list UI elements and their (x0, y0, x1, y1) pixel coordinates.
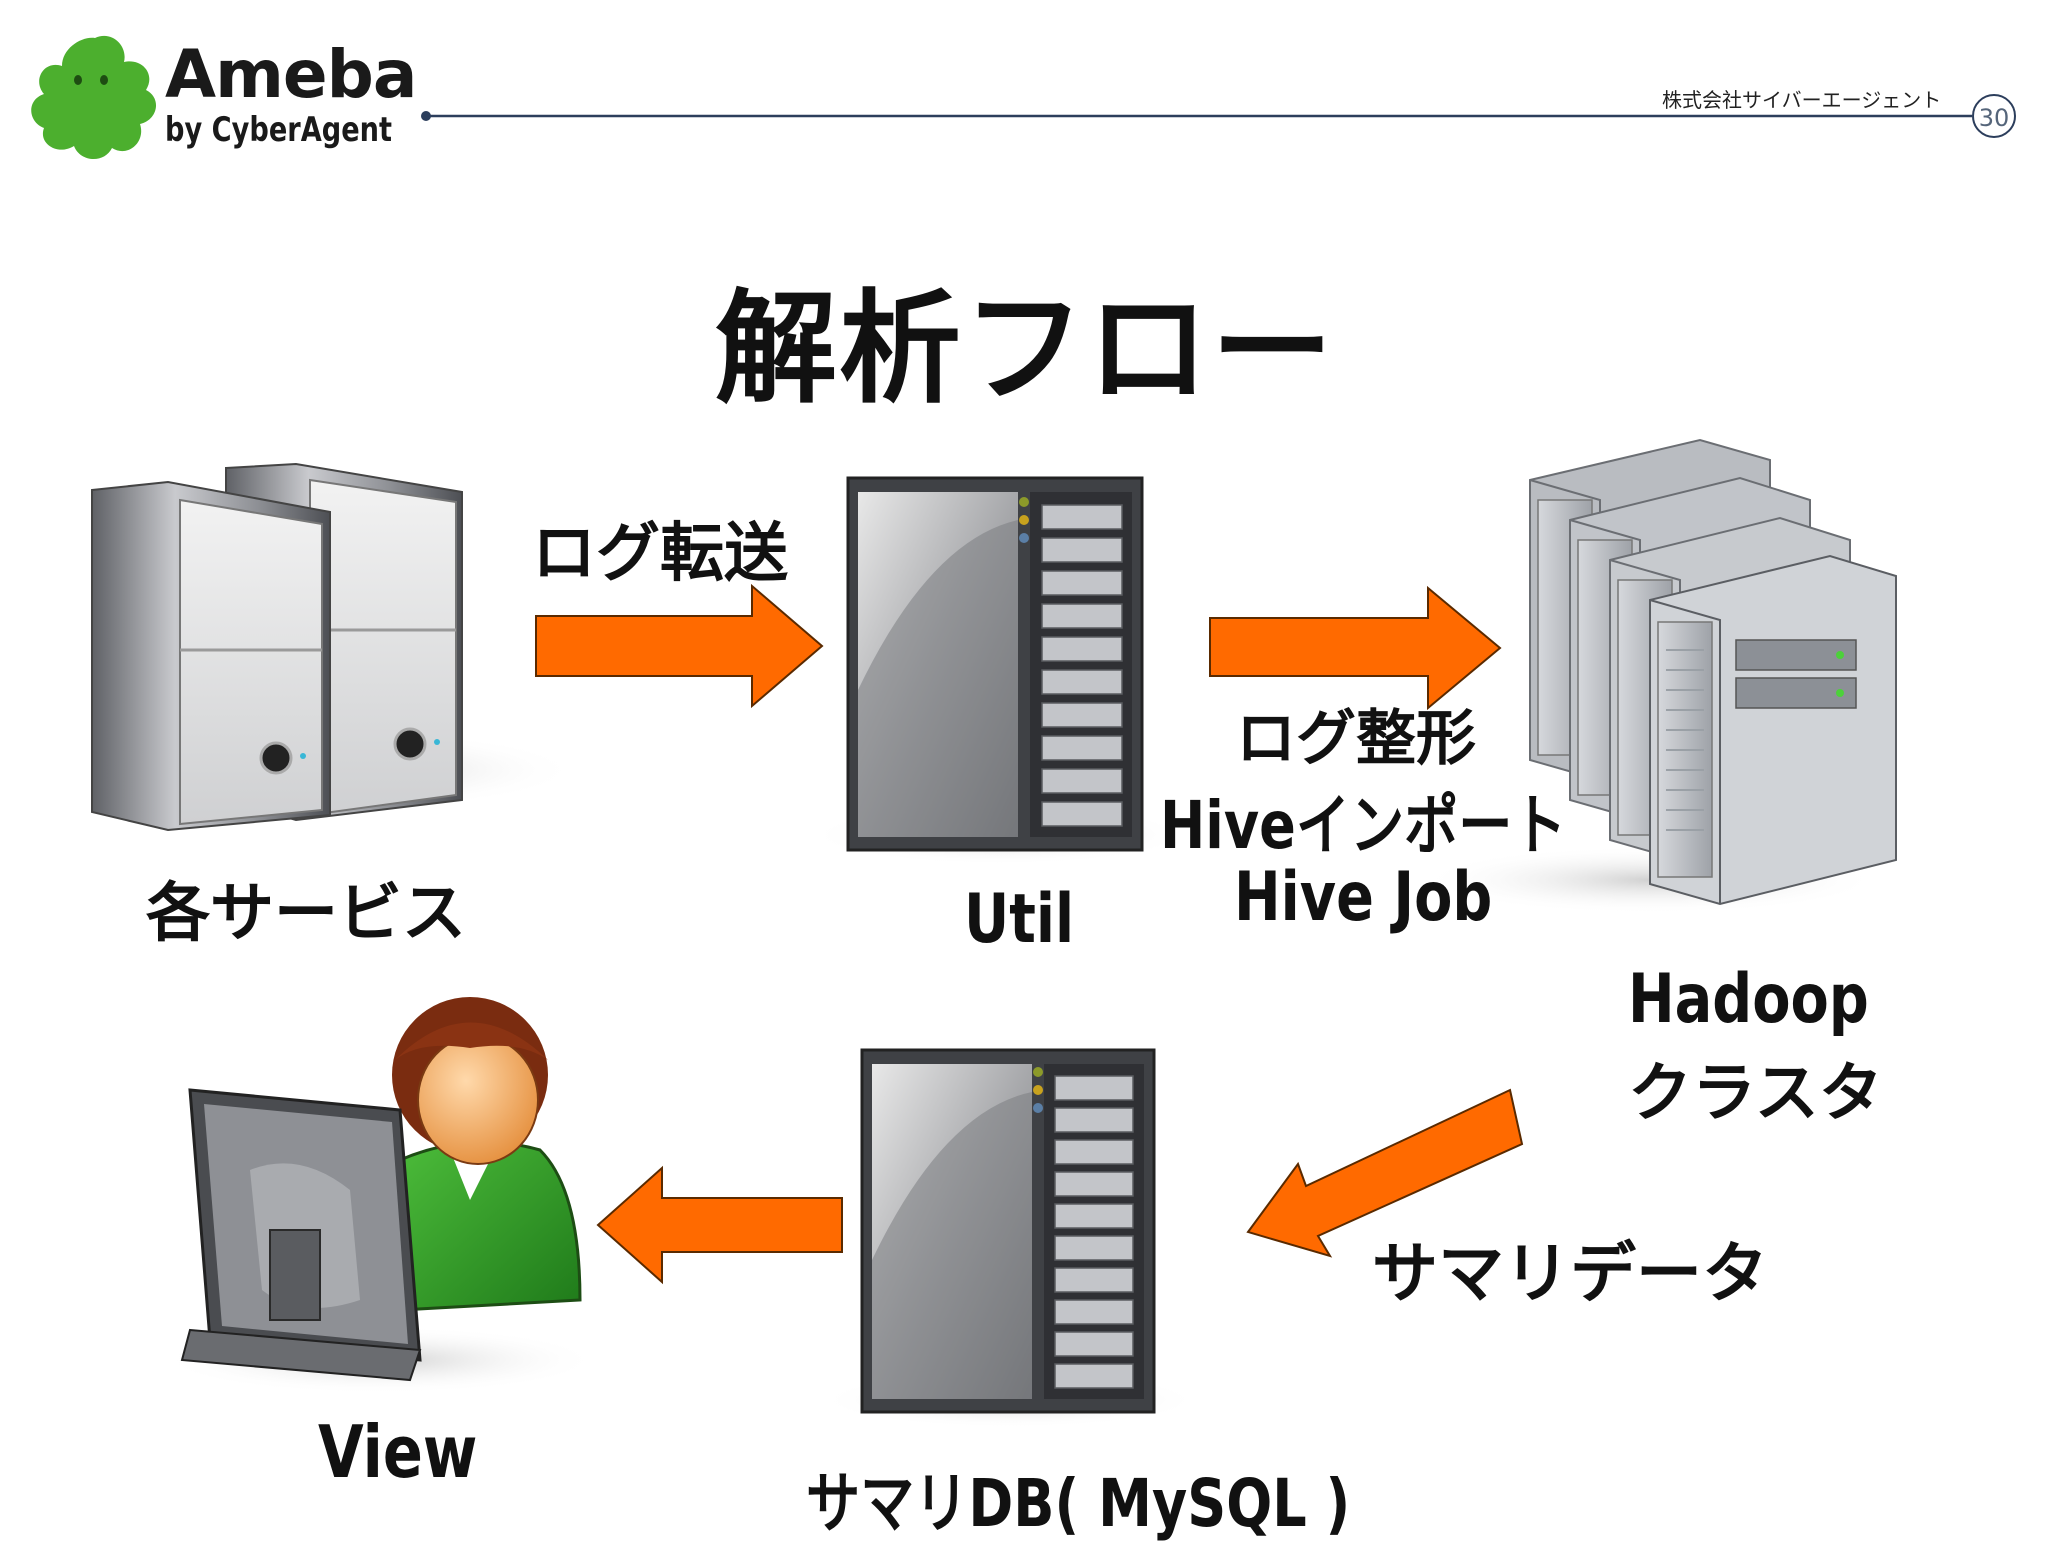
page-number: 30 (1978, 104, 2010, 132)
ameba-mascot-icon (31, 35, 157, 160)
arrow-summary-data (1246, 1088, 1524, 1258)
summary-db-server-icon (820, 1048, 1200, 1428)
company-name: 株式会社サイバーエージェント (1662, 88, 1942, 112)
label-log-transfer: ログ転送 (532, 517, 788, 591)
arrow-log-transfer (535, 583, 824, 709)
label-hive-job: Hive Job (1234, 858, 1493, 937)
hadoop-cluster-icon (1420, 438, 1897, 914)
slide-title: 解析フロー (715, 278, 1335, 420)
service-servers-icon (80, 462, 580, 832)
label-hive-import: Hiveインポート (1160, 787, 1567, 864)
arrow-util-to-hadoop (1209, 585, 1502, 711)
label-cluster: クラスタ (1628, 1057, 1883, 1131)
arrow-db-to-view (596, 1165, 843, 1285)
label-log-format: ログ整形 (1236, 704, 1476, 774)
user-at-monitor-icon (160, 997, 600, 1394)
util-server-icon (810, 476, 1190, 865)
label-util: Util (964, 880, 1075, 959)
label-services: 各サービス (146, 877, 466, 951)
label-view: View (318, 1410, 478, 1494)
logo-subtitle: by CyberAgent (165, 110, 393, 150)
label-hadoop: Hadoop (1628, 960, 1869, 1039)
page-number-circle (1972, 94, 2016, 138)
label-summary-data: サマリデータ (1372, 1235, 1768, 1312)
logo-title: Ameba (165, 36, 417, 113)
label-summary-db: サマリDB( MySQL ) (806, 1465, 1351, 1542)
